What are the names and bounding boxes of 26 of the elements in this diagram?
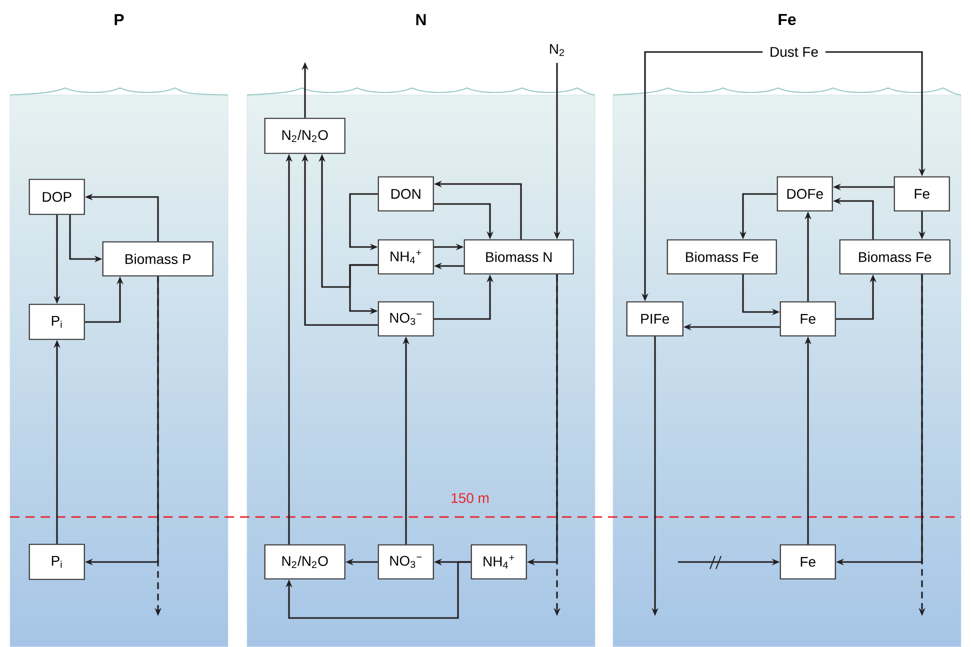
pool-box: Fe xyxy=(894,176,950,212)
pool-box: Fe xyxy=(780,544,836,580)
source-label: N$_{2}$ xyxy=(550,44,564,56)
depth-label: 150 m xyxy=(452,493,488,503)
pool-box: Fe xyxy=(780,301,836,336)
arrow xyxy=(286,561,471,619)
pool-box: PIFe xyxy=(626,301,684,336)
pool-box: Biomass Fe xyxy=(666,239,777,274)
pool-box: Biomass N xyxy=(464,239,574,274)
pool-box: Biomass P xyxy=(102,241,214,276)
panel-title: P xyxy=(114,14,124,26)
pool-box: N$_{2}$/N$_{2}$O xyxy=(264,544,346,580)
panel-title: Fe xyxy=(778,14,796,26)
pool-box: DOP xyxy=(28,178,85,215)
source-label: Dust Fe xyxy=(770,47,818,57)
pool-box: NO$_{3}$− xyxy=(378,544,434,580)
pool-box: Biomass Fe xyxy=(839,239,950,274)
panel-title: N xyxy=(416,14,426,26)
pool-box: DON xyxy=(378,176,434,212)
pool-box: N$_{2}$/N$_{2}$O xyxy=(264,118,346,154)
pool-box: P$_{i}$ xyxy=(28,544,85,580)
pool-box: NH$_{4}$+ xyxy=(470,544,527,580)
pool-box: NO$_{3}$− xyxy=(378,301,434,336)
pool-box: NH$_{4}$+ xyxy=(378,239,434,274)
pool-box: DOFe xyxy=(776,176,833,212)
pool-box: P$_{i}$ xyxy=(28,304,85,340)
